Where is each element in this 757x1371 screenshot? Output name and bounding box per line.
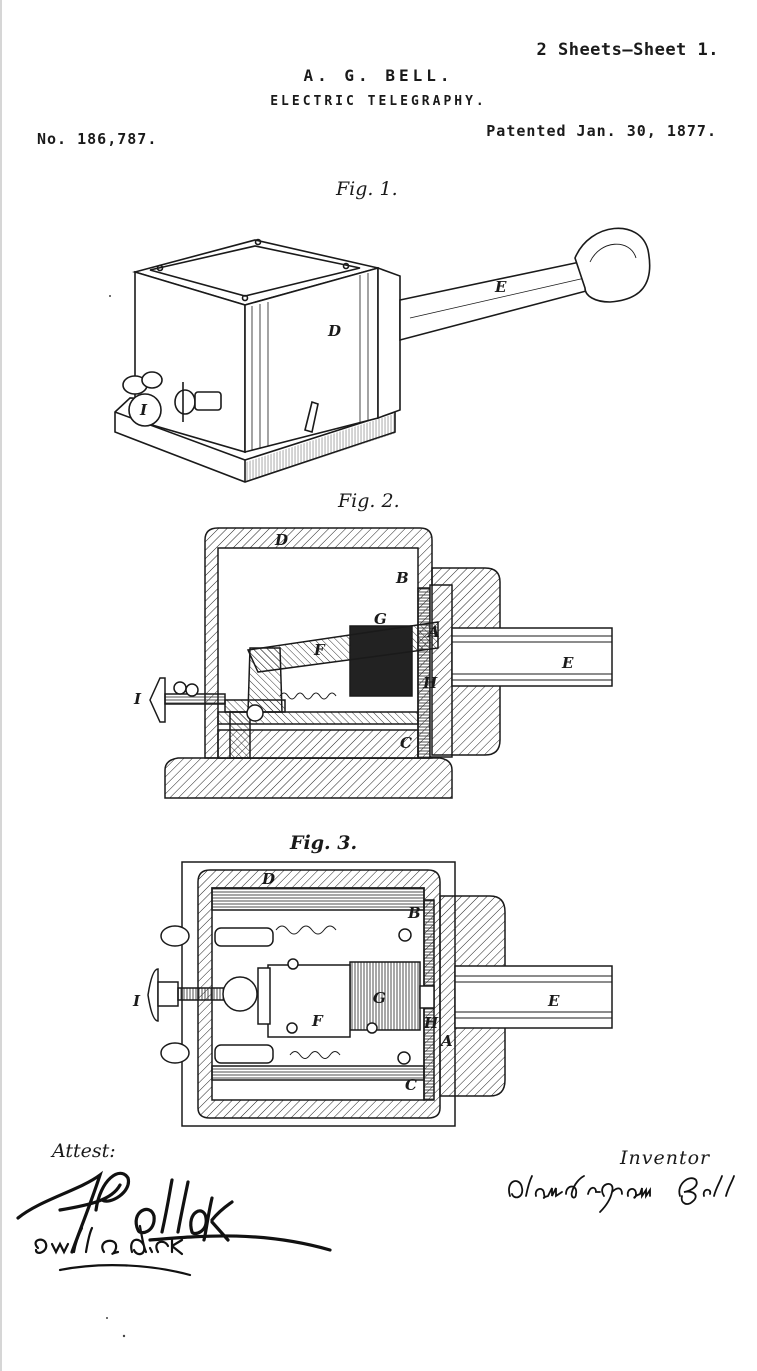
fig2-letter-f: F [313,641,326,659]
fig3-letter-a: A [439,1032,453,1050]
speck [122,1334,126,1338]
fig3-letter-g: G [373,989,386,1007]
witness-signature-pollok [16,1170,332,1254]
fig2-letter-h: H [422,674,438,692]
figure-2-drawing [149,527,613,799]
fig1-letter-d: D [327,322,341,340]
fig2-letter-d: D [274,531,288,549]
fig2-letter-i: I [133,690,142,708]
witness-signature-dick [34,1224,192,1277]
fig3-letter-d: D [261,870,275,888]
fig2-letter-e: E [561,654,574,672]
inventor-name-header: A. G. BELL. [303,66,454,85]
fig3-letter-i: I [132,992,141,1010]
speck [109,295,111,297]
inventor-label: Inventor [620,1147,711,1169]
fig3-letter-e: E [547,992,560,1010]
attest-label: Attest: [52,1140,116,1162]
figure-3-drawing [147,861,613,1127]
figure-3-label: Fig. 3. [290,832,358,854]
fig2-letter-g: G [374,610,387,628]
fig1-letter-e: E [494,278,507,296]
fig3-letter-c: C [405,1076,417,1094]
patent-date: Patented Jan. 30, 1877. [486,122,717,140]
fig3-letter-f: F [311,1012,324,1030]
figure-1-drawing [114,227,651,483]
fig1-letter-i: I [139,401,148,419]
fig2-letter-b: B [395,569,409,587]
patent-title: ELECTRIC TELEGRAPHY. [270,94,487,109]
patent-number: No. 186,787. [37,130,158,148]
speck [106,1317,108,1319]
fig2-letter-a: A [426,623,440,641]
fig2-letter-c: C [400,734,412,752]
fig3-letter-b: B [407,904,421,922]
inventor-signature-bell [508,1175,735,1213]
figure-1-label: Fig. 1. [336,178,398,200]
page-left-edge [0,0,2,1371]
figure-2-label: Fig. 2. [338,490,400,512]
sheet-number: 2 Sheets—Sheet 1. [536,40,719,60]
fig3-letter-h: H [423,1014,439,1032]
